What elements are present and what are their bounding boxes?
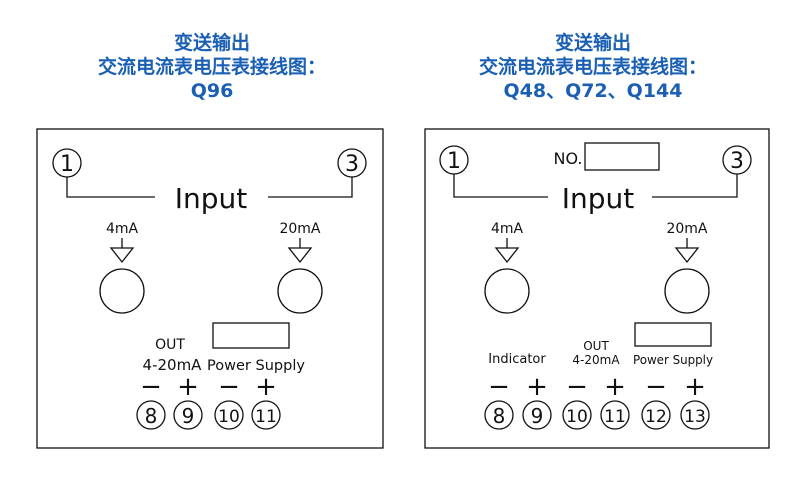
left-sign-11: +	[255, 372, 277, 402]
left-sign-10: −	[218, 372, 240, 402]
right-20ma-adjuster	[664, 268, 710, 314]
left-terminal-9-label: 9	[182, 404, 195, 428]
right-4ma-arrow-icon	[494, 238, 520, 264]
right-20ma-arrow-icon	[674, 238, 700, 264]
right-input-label: Input	[562, 182, 635, 215]
right-header-line3: Q48、Q72、Q144	[503, 80, 683, 102]
left-sign-9: +	[177, 372, 199, 402]
right-power-supply-label: Power Supply	[633, 353, 713, 367]
left-power-supply-label: Power Supply	[207, 358, 305, 374]
right-sign-12: −	[645, 372, 667, 402]
left-4ma-adjuster	[99, 268, 145, 314]
left-sign-8: −	[140, 372, 162, 402]
right-4ma-adjuster	[484, 268, 530, 314]
left-4ma-arrow-icon	[109, 238, 135, 264]
left-terminal-11-label: 11	[255, 407, 277, 427]
right-4ma-label: 4mA	[491, 221, 524, 237]
right-terminal-12-label: 12	[645, 407, 667, 427]
right-sign-13: +	[684, 372, 706, 402]
right-no-label: NO.	[554, 149, 583, 168]
right-sign-11: +	[604, 372, 626, 402]
left-header-line3: Q96	[190, 80, 234, 102]
right-header: 变送输出 交流电流表电压表接线图： Q48、Q72、Q144	[413, 31, 773, 103]
right-terminal-12	[641, 400, 671, 430]
left-4ma-label: 4mA	[106, 221, 139, 237]
left-20ma-adjuster	[277, 268, 323, 314]
right-no-box	[584, 142, 660, 171]
right-terminal-9	[522, 400, 552, 430]
right-indicator-label: Indicator	[488, 352, 546, 367]
right-terminal-8-label: 8	[493, 404, 506, 428]
left-panel-frame	[36, 128, 384, 449]
right-terminal-11-label: 11	[604, 407, 626, 427]
right-terminal-1-label: 1	[447, 149, 461, 174]
right-terminal-10-label: 10	[566, 407, 588, 427]
right-terminal-11	[600, 400, 630, 430]
right-sign-9: +	[526, 372, 548, 402]
left-out-label: OUT	[155, 337, 185, 353]
right-terminal-8	[484, 400, 514, 430]
right-header-line2: 交流电流表电压表接线图：	[478, 56, 707, 78]
left-header-line2: 交流电流表电压表接线图：	[97, 56, 326, 78]
right-input-wire-right	[652, 174, 738, 198]
right-header-line1: 变送输出	[554, 32, 631, 54]
right-out-range-label: 4-20mA	[572, 353, 620, 367]
left-terminal-10	[214, 400, 244, 430]
left-terminal-8	[136, 400, 166, 430]
left-input-wire-left	[66, 177, 155, 198]
left-20ma-arrow-icon	[287, 238, 313, 264]
left-terminal-8-label: 8	[145, 404, 158, 428]
right-terminal-13-label: 13	[684, 407, 706, 427]
right-input-wire-left	[453, 174, 548, 198]
left-terminal-10-label: 10	[218, 407, 240, 427]
right-terminal-10	[562, 400, 592, 430]
left-header-line1: 变送输出	[173, 32, 250, 54]
right-terminal-13	[680, 400, 710, 430]
right-20ma-label: 20mA	[666, 221, 707, 237]
left-terminal-11	[251, 400, 281, 430]
right-terminal-9-label: 9	[531, 404, 544, 428]
left-header: 变送输出 交流电流表电压表接线图： Q96	[32, 31, 392, 103]
left-terminal-3-label: 3	[345, 152, 359, 177]
left-terminal-9	[173, 400, 203, 430]
left-terminal-1-label: 1	[60, 152, 74, 177]
right-label-box	[634, 322, 712, 347]
right-sign-8: −	[488, 372, 510, 402]
left-out-range-label: 4-20mA	[143, 356, 203, 374]
left-20ma-label: 20mA	[279, 221, 320, 237]
left-label-box	[212, 322, 290, 349]
right-terminal-3-label: 3	[730, 149, 744, 174]
right-sign-10: −	[566, 372, 588, 402]
left-input-wire-right	[268, 177, 353, 198]
right-panel-frame	[424, 128, 770, 449]
right-out-label: OUT	[583, 339, 609, 353]
left-input-label: Input	[175, 182, 248, 215]
